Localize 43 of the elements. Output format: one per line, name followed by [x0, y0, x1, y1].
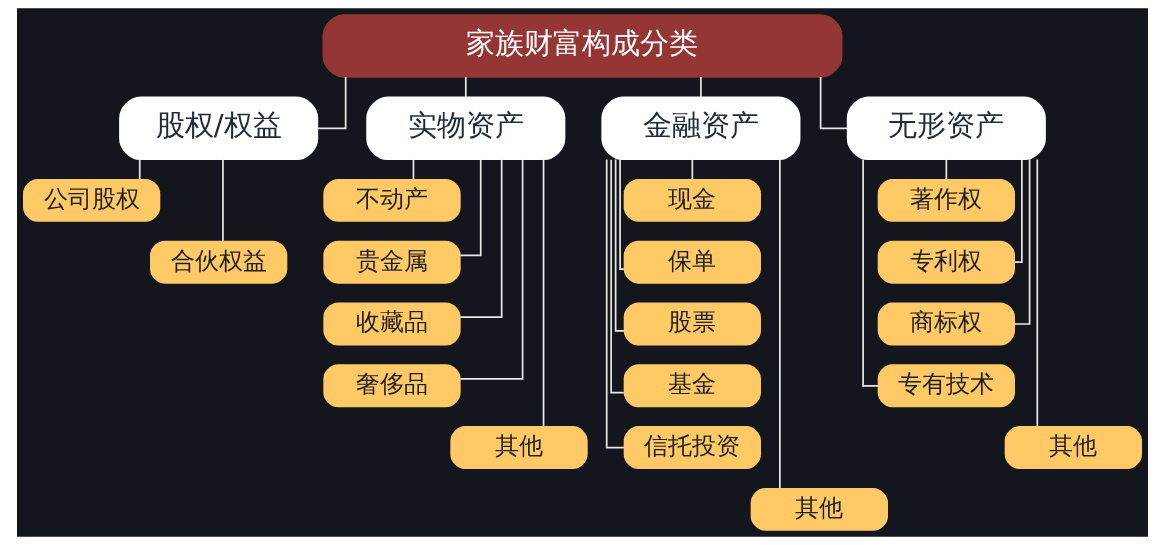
connector [221, 158, 224, 242]
connector [945, 158, 947, 181]
node-box: 贵金属 [322, 240, 461, 284]
connector [699, 76, 702, 98]
connector [1013, 158, 1023, 264]
node-box: 其他 [1004, 426, 1142, 469]
connector [458, 158, 482, 257]
node-box: 合伙权益 [149, 240, 287, 284]
node-box: 基金 [623, 364, 761, 408]
connector [458, 158, 503, 318]
connector [316, 76, 347, 130]
connector [464, 76, 467, 98]
node-box: 不动产 [322, 178, 461, 222]
node-box: 专有技术 [877, 364, 1015, 408]
connector [1012, 158, 1030, 325]
node-box: 实物资产 [365, 96, 565, 161]
node-box: 信托投资 [623, 426, 761, 469]
node-box: 家族财富构成分类 [322, 14, 842, 78]
node-box: 其他 [750, 487, 888, 531]
connector [691, 158, 693, 181]
connector [778, 158, 781, 490]
connector [819, 76, 848, 130]
node-box: 金融资产 [600, 96, 800, 161]
node-box: 股票 [623, 302, 761, 346]
node-box: 奢侈品 [322, 364, 461, 408]
connector [609, 158, 625, 394]
connector [412, 158, 414, 181]
node-box: 专利权 [877, 240, 1015, 284]
node-box: 商标权 [877, 302, 1015, 346]
node-box: 著作权 [877, 178, 1015, 222]
connector [459, 158, 523, 380]
node-box: 无形资产 [846, 96, 1046, 161]
node-box: 公司股权 [22, 178, 160, 222]
connector [614, 158, 625, 332]
connector [138, 158, 141, 181]
node-box: 其他 [449, 426, 588, 469]
node-box: 收藏品 [322, 302, 461, 346]
node-box: 保单 [623, 240, 761, 284]
connector [542, 158, 544, 428]
connector [1035, 158, 1038, 428]
node-box: 股权/权益 [118, 96, 318, 161]
node-box: 现金 [623, 178, 761, 222]
connector [618, 158, 625, 270]
